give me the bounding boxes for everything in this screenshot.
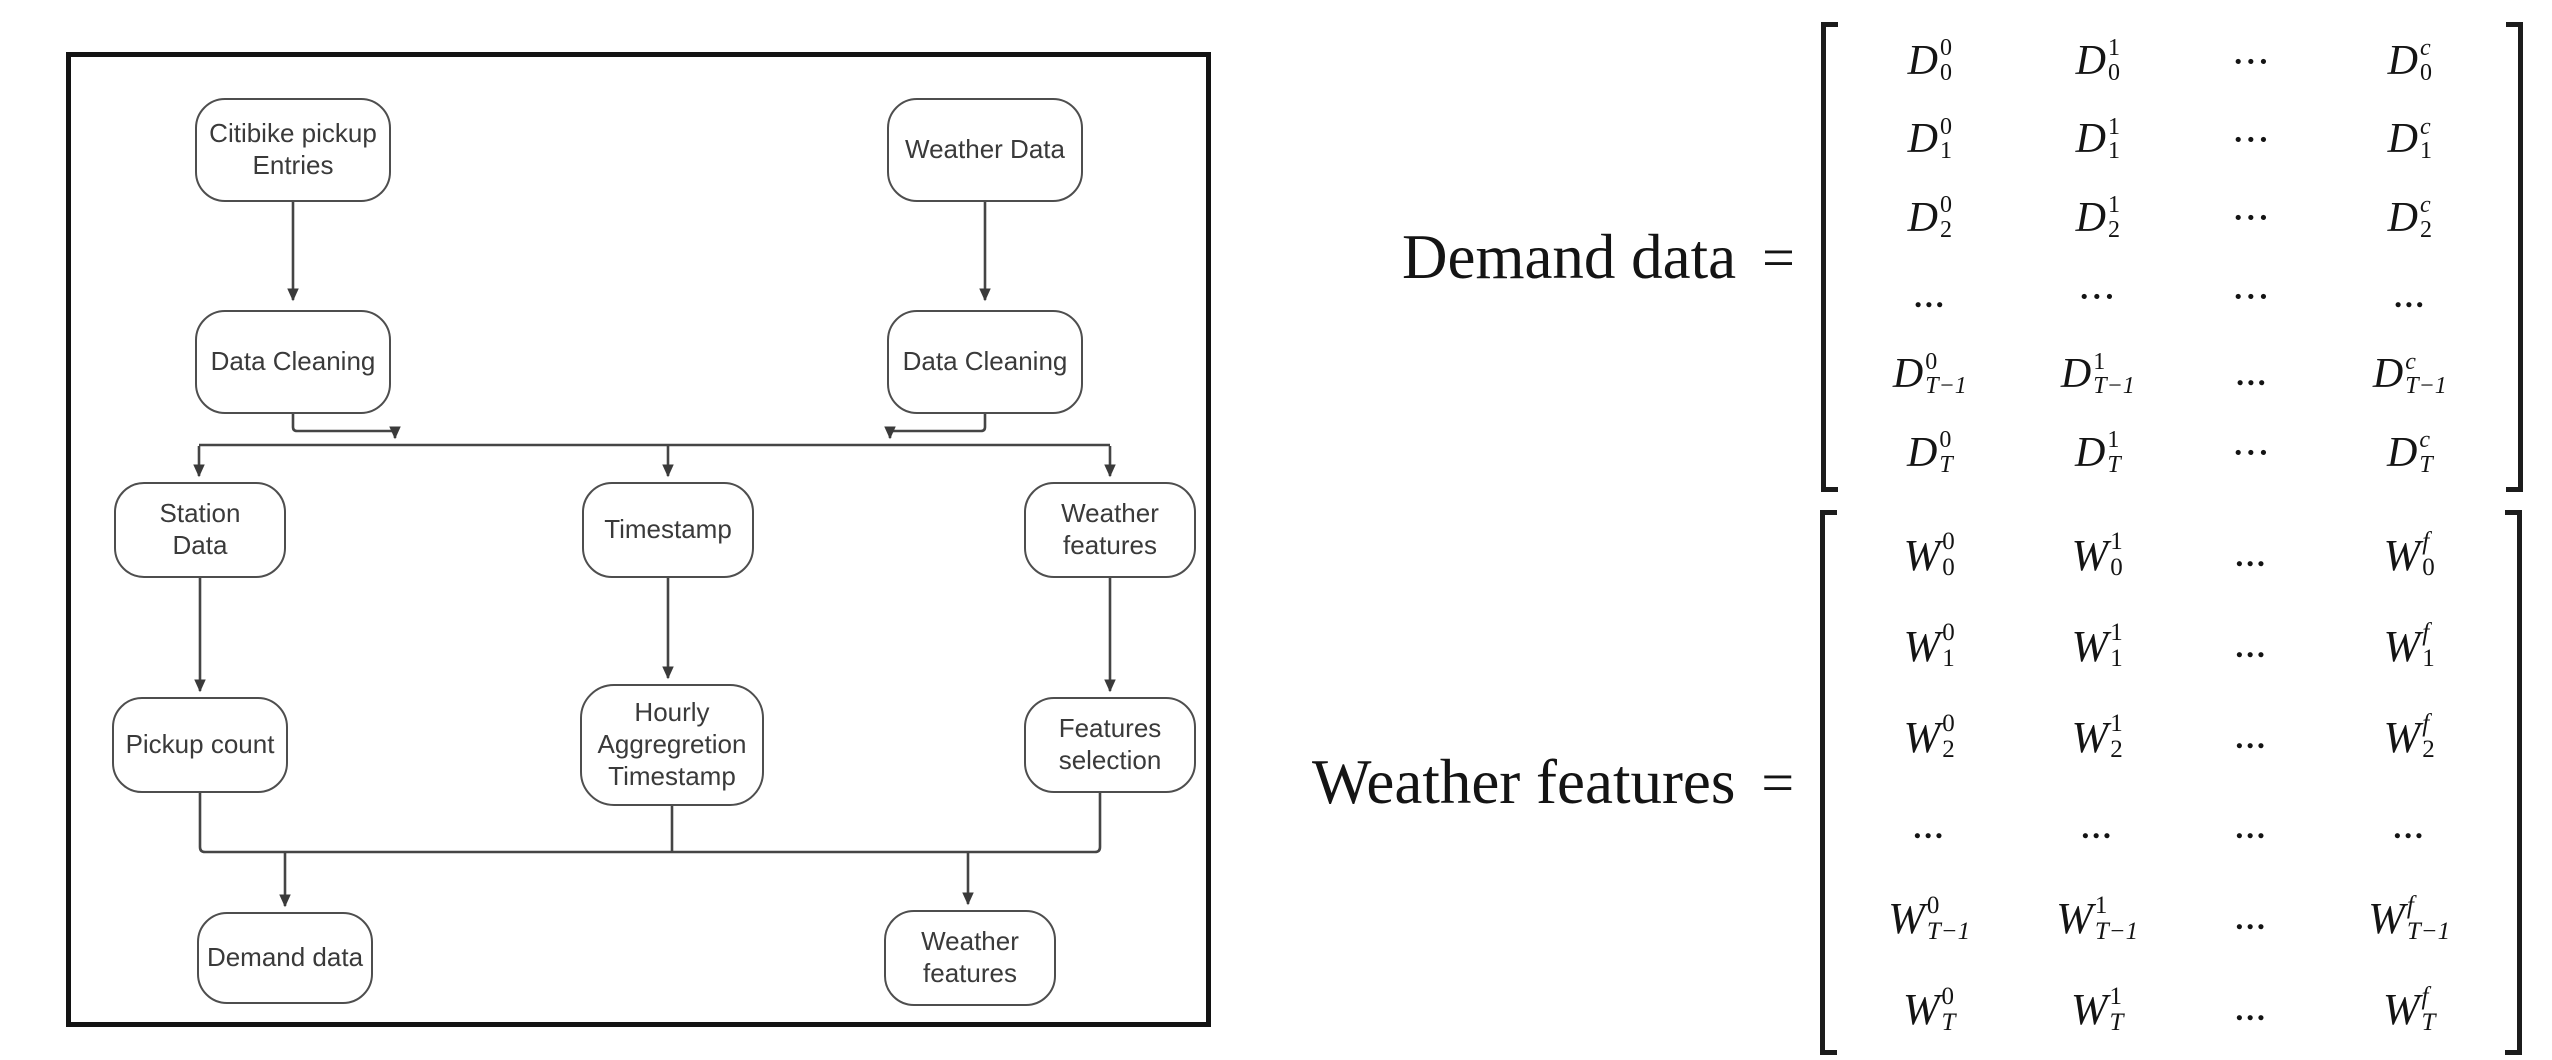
ellipsis-dots: ··· [2078, 277, 2117, 314]
ellipsis-dots: … [2234, 718, 2269, 755]
matrix-cell: … [2181, 692, 2321, 783]
ellipsis-dots: … [2392, 809, 2427, 846]
flow-node-weather-features-bottom: Weather features [884, 910, 1056, 1006]
flow-node-hourly-aggregation-timestamp: Hourly Aggregretion Timestamp [580, 684, 764, 806]
ellipsis-dots: … [2234, 536, 2269, 573]
ellipsis-dots: … [2080, 809, 2115, 846]
matrix-cell: ··· [2182, 257, 2322, 335]
matrix-cell: … [2181, 964, 2321, 1055]
flow-node-station-data: Station Data [114, 482, 286, 578]
ellipsis-dots: ··· [2232, 277, 2271, 314]
ellipsis-dots: … [2234, 991, 2269, 1028]
ellipsis-dots: … [1912, 277, 1947, 314]
flow-node-data-cleaning-right: Data Cleaning [887, 310, 1083, 414]
flow-node-timestamp: Timestamp [582, 482, 754, 578]
equation-label-weather-features: Weather features [1312, 747, 1736, 817]
flow-node-pickup-count: Pickup count [112, 697, 288, 793]
matrix-cell: ··· [2182, 179, 2322, 257]
matrix-cell: ··· [2182, 414, 2322, 492]
flow-node-features-selection: Features selection [1024, 697, 1196, 793]
right-bracket [2505, 22, 2523, 492]
ellipsis-dots: … [2234, 900, 2269, 937]
left-bracket [1820, 22, 1838, 492]
ellipsis-dots: … [2234, 809, 2269, 846]
matrix-cell: … [2181, 873, 2321, 964]
matrix-cell: … [1846, 257, 2014, 335]
right-bracket [2505, 510, 2523, 1055]
flow-node-data-cleaning-left: Data Cleaning [195, 310, 391, 414]
matrix-cell: … [2321, 783, 2497, 874]
flow-node-citibike-pickup-entries: Citibike pickup Entries [195, 98, 391, 202]
equals-sign: = [1762, 224, 1795, 290]
equation-label-demand-data: Demand data [1402, 221, 1737, 292]
flow-node-weather-data: Weather Data [887, 98, 1083, 202]
equals-sign: = [1761, 750, 1795, 815]
left-bracket [1820, 510, 1838, 1055]
ellipsis-dots: ··· [2232, 199, 2271, 236]
ellipsis-dots: ··· [2232, 120, 2271, 157]
matrix-cell: … [2181, 783, 2321, 874]
flow-node-weather-features-mid: Weather features [1024, 482, 1196, 578]
ellipsis-dots: … [2392, 277, 2427, 314]
ellipsis-dots: ··· [2232, 434, 2271, 471]
ellipsis-dots: … [2234, 627, 2269, 664]
flow-node-demand-data: Demand data [197, 912, 373, 1004]
matrix-cell: ··· [2182, 22, 2322, 100]
matrix-cell: … [1845, 783, 2013, 874]
matrix-cell: … [2013, 783, 2181, 874]
matrix-cell: … [2322, 257, 2498, 335]
matrix-cell: … [2182, 335, 2322, 413]
ellipsis-dots: ··· [2232, 42, 2271, 79]
matrix-cell: ··· [2014, 257, 2182, 335]
ellipsis-dots: … [1912, 809, 1947, 846]
matrix-cell: … [2181, 601, 2321, 692]
matrix-cell: ··· [2182, 100, 2322, 178]
ellipsis-dots: … [2234, 355, 2269, 392]
matrix-cell: … [2181, 510, 2321, 601]
